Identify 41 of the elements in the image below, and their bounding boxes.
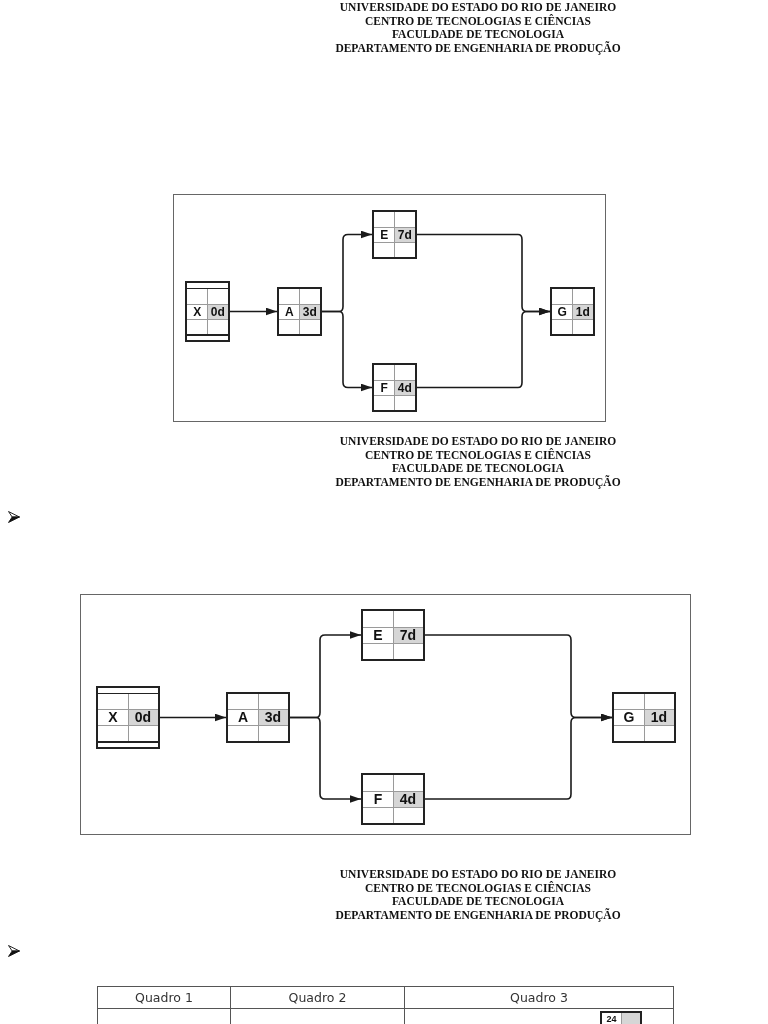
activity-label: A bbox=[284, 305, 294, 318]
arrow bbox=[416, 307, 551, 389]
duration-label: 3d bbox=[264, 710, 282, 725]
activity-label: G bbox=[557, 305, 567, 318]
arrow bbox=[159, 713, 227, 722]
letterhead-line: CENTRO DE TECNOLOGIAS E CIÊNCIAS bbox=[365, 881, 591, 895]
letterhead-line: CENTRO DE TECNOLOGIAS E CIÊNCIAS bbox=[365, 448, 591, 462]
duration-label: 1d bbox=[650, 710, 668, 725]
activity-label: 24 bbox=[606, 1014, 617, 1024]
arrow bbox=[289, 716, 362, 803]
letterhead-line: UNIVERSIDADE DO ESTADO DO RIO DE JANEIRO bbox=[339, 1, 617, 14]
letterhead-line: CENTRO DE TECNOLOGIAS E CIÊNCIAS bbox=[365, 14, 591, 28]
table-header-cell: Quadro 1 bbox=[97, 986, 231, 1009]
letterhead-line: FACULDADE DE TECNOLOGIA bbox=[391, 28, 565, 41]
arrow bbox=[321, 310, 373, 392]
letterhead-line: FACULDADE DE TECNOLOGIA bbox=[391, 895, 565, 908]
table-header-cell: Quadro 3 bbox=[404, 986, 674, 1009]
letterhead-line: UNIVERSIDADE DO ESTADO DO RIO DE JANEIRO bbox=[339, 435, 617, 448]
arrow bbox=[424, 713, 613, 800]
duration-label: 0d bbox=[210, 305, 225, 318]
duration-label: 4d bbox=[399, 792, 417, 806]
activity-label: F bbox=[373, 792, 383, 806]
duration-label: 7d bbox=[399, 628, 417, 642]
duration-label: 4d bbox=[397, 381, 412, 394]
letterhead-line: UNIVERSIDADE DO ESTADO DO RIO DE JANEIRO bbox=[339, 868, 617, 881]
duration-label: 7d bbox=[397, 228, 412, 241]
activity-label: G bbox=[623, 710, 635, 725]
letterhead-line: DEPARTAMENTO DE ENGENHARIA DE PRODUÇÃO bbox=[335, 908, 621, 922]
letterhead-line: DEPARTAMENTO DE ENGENHARIA DE PRODUÇÃO bbox=[335, 41, 621, 55]
duration-label: 3d bbox=[302, 305, 317, 318]
activity-label: X bbox=[193, 305, 202, 318]
duration-label: 1d bbox=[575, 305, 590, 318]
arrow bbox=[229, 307, 278, 316]
letterhead-line: DEPARTAMENTO DE ENGENHARIA DE PRODUÇÃO bbox=[335, 475, 621, 489]
duration-label: 0d bbox=[134, 710, 152, 725]
letterhead-line: FACULDADE DE TECNOLOGIA bbox=[391, 462, 565, 475]
activity-label: E bbox=[380, 228, 389, 241]
activity-label: F bbox=[380, 381, 388, 394]
activity-label: E bbox=[373, 628, 383, 642]
activity-label: A bbox=[237, 710, 249, 725]
activity-label: X bbox=[108, 710, 118, 725]
